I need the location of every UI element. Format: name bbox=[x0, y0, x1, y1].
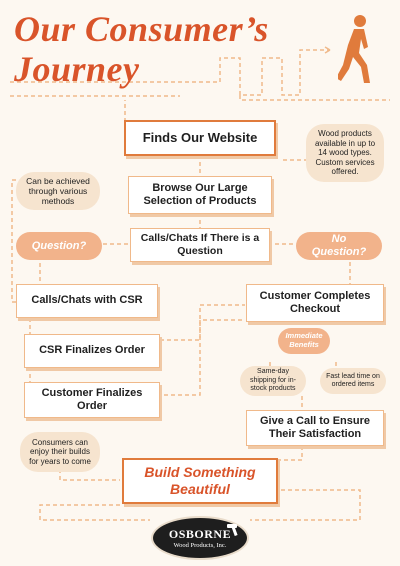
give-call-box: Give a Call to Ensure Their Satisfaction bbox=[246, 410, 384, 446]
title-line-1: Our Consumer’s bbox=[14, 9, 269, 49]
various-methods-note: Can be achieved through various methods bbox=[16, 172, 100, 210]
csr-finalizes-box: CSR Finalizes Order bbox=[24, 334, 160, 368]
same-day-shipping-note: Same-day shipping for in-stock products bbox=[240, 366, 306, 396]
no-question-branch-pill: No Question? bbox=[296, 232, 382, 260]
browse-products-box: Browse Our Large Selection of Products bbox=[128, 176, 272, 214]
build-something-box: Build Something Beautiful bbox=[122, 458, 278, 504]
question-branch-pill: Question? bbox=[16, 232, 102, 260]
immediate-benefits-pill: Immediate Benefits bbox=[278, 328, 330, 354]
walking-person-icon bbox=[338, 15, 370, 83]
calls-chats-question-box: Calls/Chats If There is a Question bbox=[130, 228, 270, 262]
enjoy-builds-note: Consumers can enjoy their builds for yea… bbox=[20, 432, 100, 472]
calls-chats-csr-box: Calls/Chats with CSR bbox=[16, 284, 158, 318]
logo-name: OSBORNE bbox=[168, 527, 232, 541]
customer-finalizes-box: Customer Finalizes Order bbox=[24, 382, 160, 418]
wood-products-note: Wood products available in up to 14 wood… bbox=[306, 124, 384, 182]
fast-lead-time-note: Fast lead time on ordered items bbox=[320, 368, 386, 394]
customer-checkout-box: Customer Completes Checkout bbox=[246, 284, 384, 322]
title-line-2: Journey bbox=[14, 49, 140, 89]
logo-sub: Wood Products, Inc. bbox=[173, 542, 227, 549]
finds-website-box: Finds Our Website bbox=[124, 120, 276, 156]
hammer-icon bbox=[227, 524, 238, 536]
